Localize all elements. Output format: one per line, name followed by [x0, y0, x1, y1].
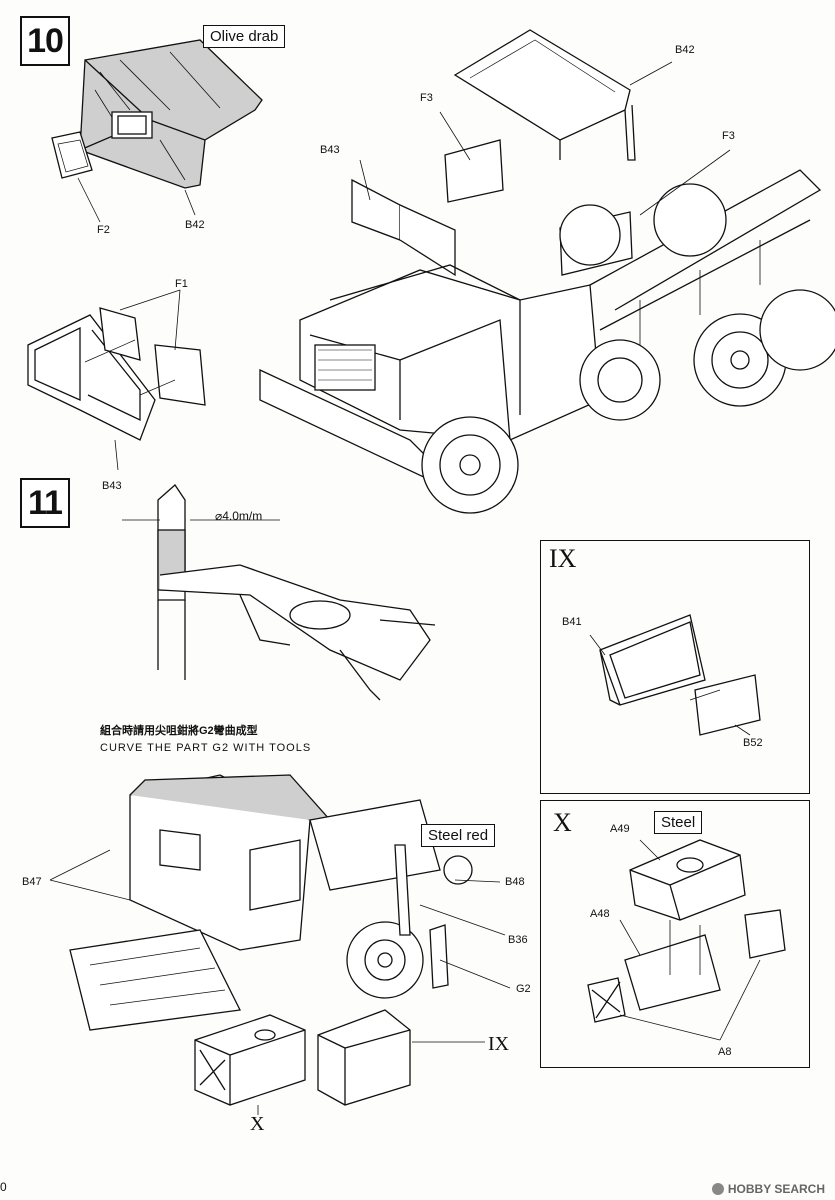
panel-title-ix: IX — [549, 544, 577, 573]
part-label-b52: B52 — [743, 737, 763, 749]
part-label-b47: B47 — [22, 876, 42, 888]
part-label-b41: B41 — [562, 616, 582, 628]
truck-cab-drawing — [259, 29, 835, 514]
part-label-b43-frame: B43 — [102, 480, 122, 492]
paint-callout-steel: Steel — [654, 811, 703, 834]
brand-logo-icon — [711, 1183, 724, 1195]
part-label-a49: A49 — [610, 823, 630, 835]
panel-title-x: X — [553, 808, 572, 837]
part-label-b42-cover: B42 — [185, 219, 205, 231]
part-label-f1: F1 — [175, 278, 188, 290]
paint-callout-olive-drab: Olive drab — [203, 25, 286, 48]
part-label-b43-cab: B43 — [320, 144, 340, 156]
part-label-a8: A8 — [718, 1046, 732, 1058]
box-parts-drawing — [589, 614, 761, 736]
canvas-cover-drawing — [51, 39, 263, 223]
watermark-brand: HOBBY SEARCH — [711, 1182, 825, 1196]
paint-callout-steel-red: Steel red — [421, 824, 496, 847]
pliers-drawing — [122, 484, 436, 701]
subassembly-panel-x: X — [540, 800, 810, 1068]
rod-diameter-dimension: ⌀4.0m/m — [215, 509, 263, 523]
subassembly-ref-x: X — [250, 1113, 265, 1135]
step-number-11: 11 — [20, 478, 70, 528]
step-number-10: 10 — [20, 16, 70, 66]
brand-text: HOBBY SEARCH — [727, 1182, 825, 1196]
cab-assembly-drawing — [49, 774, 511, 1115]
part-label-b48: B48 — [505, 876, 525, 888]
part-label-f3-right: F3 — [722, 130, 735, 142]
part-label-g2: G2 — [516, 983, 531, 995]
part-label-f2: F2 — [97, 224, 110, 236]
assembly-note-chinese: 組合時請用尖咀鉗將G2彎曲成型 — [100, 725, 258, 737]
part-label-a48: A48 — [590, 908, 610, 920]
tank-parts-drawing — [587, 839, 786, 1041]
part-label-f3-left: F3 — [420, 92, 433, 104]
part-label-b42-roof: B42 — [675, 44, 695, 56]
assembly-note-english: CURVE THE PART G2 WITH TOOLS — [100, 742, 312, 754]
part-label-b36: B36 — [508, 934, 528, 946]
page-number: 0 — [0, 1180, 7, 1194]
window-frames-drawing — [27, 289, 206, 471]
subassembly-ref-ix: IX — [488, 1033, 510, 1055]
subassembly-panel-ix: IX — [540, 540, 810, 794]
